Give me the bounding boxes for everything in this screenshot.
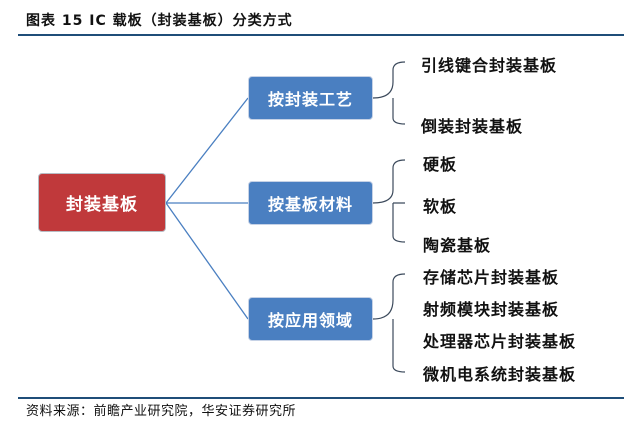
leaf-item: 硬板 [423, 155, 458, 174]
connector-root-to-application [165, 202, 249, 320]
connector-root-to-process [165, 97, 249, 204]
category-node-process: 按封装工艺 [248, 76, 373, 120]
root-node-label: 封装基板 [66, 195, 138, 215]
title-divider [18, 34, 624, 36]
leaf-item: 软板 [423, 197, 458, 216]
leaf-item: 存储芯片封装基板 [423, 268, 560, 287]
leaf-item: 引线键合封装基板 [421, 56, 558, 75]
leaf-item: 微机电系统封装基板 [423, 365, 577, 384]
category-node-material: 按基板材料 [248, 181, 373, 225]
category-node-label: 按基板材料 [267, 195, 353, 214]
category-node-label: 按应用领域 [267, 311, 353, 330]
leaf-item: 倒装封装基板 [421, 117, 524, 136]
category-node-label: 按封装工艺 [267, 90, 353, 109]
bracket-process [372, 61, 406, 125]
leaf-item: 射频模块封装基板 [423, 300, 560, 319]
figure-title: 图表 15 IC 载板（封装基板）分类方式 [26, 13, 293, 29]
category-node-application: 按应用领域 [248, 297, 373, 341]
bracket-application [372, 273, 406, 373]
source-divider [18, 397, 624, 399]
leaf-item: 处理器芯片封装基板 [423, 332, 577, 351]
bracket-material [372, 159, 406, 243]
leaf-item: 陶瓷基板 [423, 236, 492, 255]
root-node: 封装基板 [38, 173, 166, 232]
source-note: 资料来源：前瞻产业研究院，华安证券研究所 [26, 404, 297, 419]
